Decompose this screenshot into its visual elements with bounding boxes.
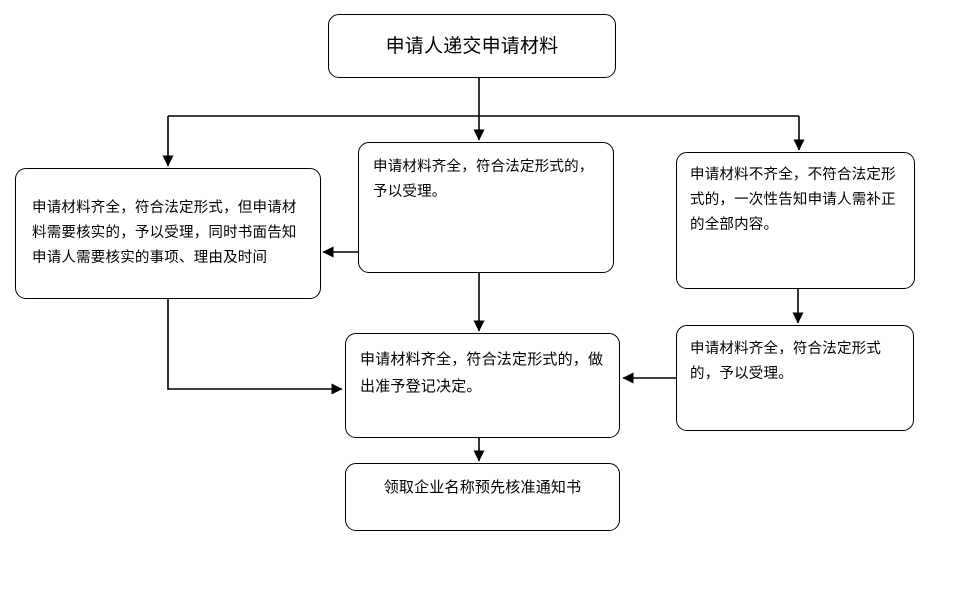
node-center-decision[interactable]: 申请材料齐全，符合法定形式的，做出准予登记决定。 — [345, 333, 620, 438]
node-right-incomplete-label: 申请材料不齐全，不符合法定形式的，一次性告知申请人需补正的全部内容。 — [690, 167, 896, 233]
node-right-accept[interactable]: 申请材料齐全，符合法定形式的，予以受理。 — [676, 325, 914, 431]
node-right-incomplete[interactable]: 申请材料不齐全，不符合法定形式的，一次性告知申请人需补正的全部内容。 — [676, 152, 915, 289]
edge-left-branch-to-center-decision — [167, 299, 343, 395]
node-end[interactable]: 领取企业名称预先核准通知书 — [345, 463, 620, 531]
node-middle-accept[interactable]: 申请材料齐全，符合法定形式的，予以受理。 — [358, 142, 614, 273]
node-left-branch-label: 申请材料齐全，符合法定形式，但申请材料需要核实的，予以受理，同时书面告知申请人需… — [32, 200, 297, 266]
node-center-decision-label: 申请材料齐全，符合法定形式的，做出准予登记决定。 — [360, 350, 604, 395]
node-middle-accept-label: 申请材料齐全，符合法定形式的，予以受理。 — [373, 159, 594, 200]
node-start[interactable]: 申请人递交申请材料 — [328, 14, 616, 78]
node-right-accept-label: 申请材料齐全，符合法定形式的，予以受理。 — [690, 341, 882, 382]
node-start-label: 申请人递交申请材料 — [385, 35, 559, 57]
node-end-label: 领取企业名称预先核准通知书 — [383, 478, 582, 496]
node-left-branch[interactable]: 申请材料齐全，符合法定形式，但申请材料需要核实的，予以受理，同时书面告知申请人需… — [15, 168, 321, 299]
